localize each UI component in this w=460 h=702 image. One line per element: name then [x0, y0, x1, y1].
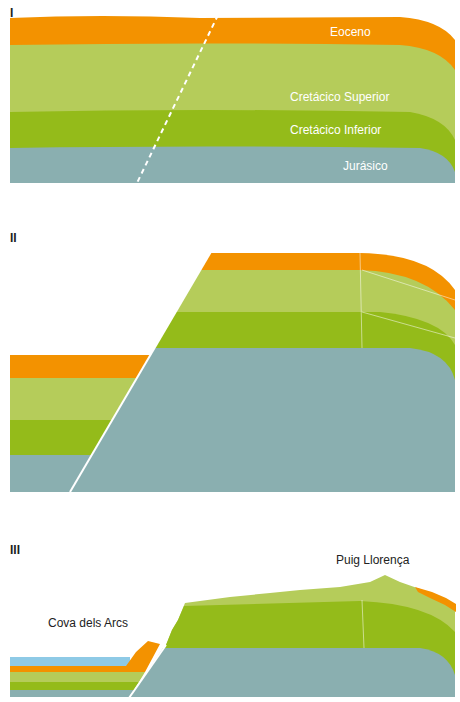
panel-number: II — [10, 231, 17, 245]
section-three — [10, 575, 456, 698]
section-two — [0, 250, 455, 492]
layer-name: Cretácico Superior — [290, 90, 389, 104]
section-one — [10, 15, 455, 183]
place-name: Puig Llorença — [336, 553, 409, 567]
layer-name: Cretácico Inferior — [290, 123, 381, 137]
layer-name: Jurásico — [343, 159, 388, 173]
layer-band: Eoceno — [327, 24, 374, 40]
layer-band: Cretácico Superior — [287, 89, 392, 105]
layer-name: Eoceno — [330, 25, 371, 39]
place-name: Cova dels Arcs — [48, 616, 128, 630]
panel-number: I — [10, 6, 13, 20]
layer-band: Jurásico — [340, 158, 391, 174]
panel-number: III — [10, 543, 20, 557]
layer-band: Cretácico Inferior — [287, 122, 384, 138]
